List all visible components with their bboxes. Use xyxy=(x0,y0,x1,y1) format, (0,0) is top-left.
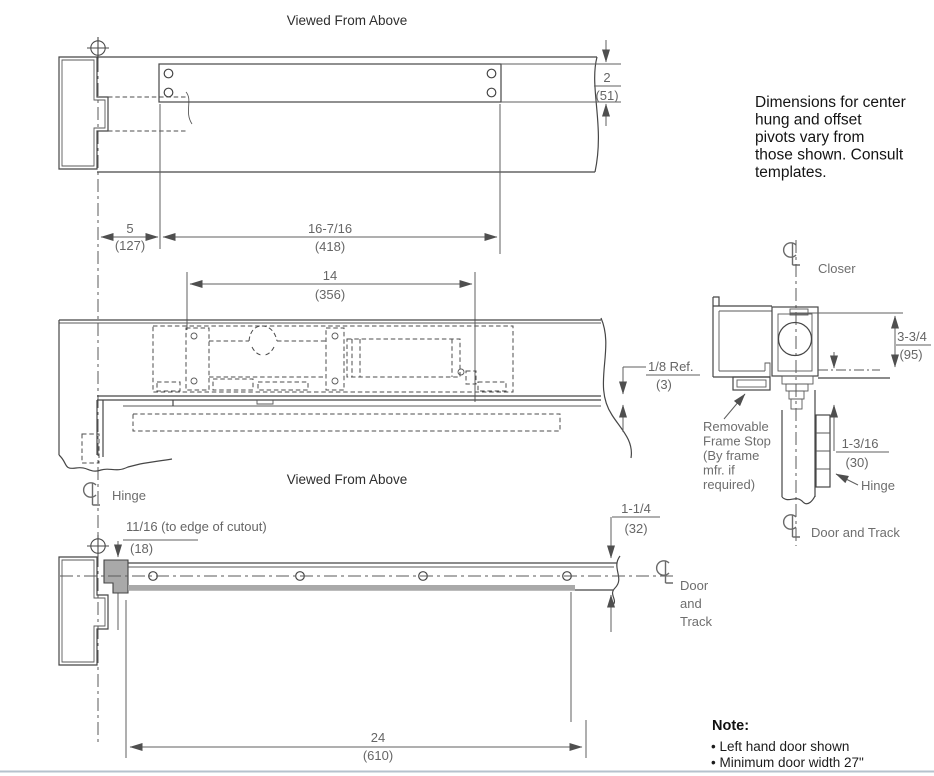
plate-hole xyxy=(163,68,174,79)
frame-jamb-inner xyxy=(61,59,106,167)
frame-jamb-outline xyxy=(58,56,109,170)
frame-jamb-inner xyxy=(61,559,106,663)
hidden-door-prep xyxy=(132,413,561,432)
svg-text:(3): (3) xyxy=(656,377,672,392)
svg-text:and: and xyxy=(680,596,702,611)
note-item: • Minimum door width 27" xyxy=(711,755,864,770)
svg-text:14: 14 xyxy=(323,268,337,283)
hinge-barrel xyxy=(815,414,831,488)
door-slab xyxy=(781,390,816,505)
svg-text:(127): (127) xyxy=(115,238,145,253)
bottom-break-squiggle xyxy=(58,454,173,472)
svg-text:those shown. Consult: those shown. Consult xyxy=(755,147,904,164)
frame-jamb-outline xyxy=(58,556,109,666)
svg-text:2: 2 xyxy=(603,70,610,85)
section-detail-view: Closer 3-3/4 xyxy=(703,240,931,546)
svg-text:1-3/16: 1-3/16 xyxy=(842,436,879,451)
dim-frame-offset: 5 (127) xyxy=(100,104,501,254)
svg-text:11/16 (to edge of cutout): 11/16 (to edge of cutout) xyxy=(126,519,267,534)
dim-closer-height: 3-3/4 (95) xyxy=(790,312,931,368)
dim-track-length: 24 (610) xyxy=(125,592,587,763)
removable-frame-stop xyxy=(732,376,771,391)
svg-text:1-1/4: 1-1/4 xyxy=(621,501,651,516)
track-shadow-strip xyxy=(128,585,575,591)
svg-text:(By frame: (By frame xyxy=(703,448,759,463)
mounting-plate xyxy=(158,63,502,103)
frame-head-channel xyxy=(712,296,772,378)
hidden-hinge-lines xyxy=(81,433,100,464)
dim-plate-length: 16-7/16 (418) xyxy=(162,221,498,254)
svg-text:hung and offset: hung and offset xyxy=(755,112,862,129)
closer-centerline-label: Closer xyxy=(818,261,856,276)
svg-text:templates.: templates. xyxy=(755,164,827,181)
svg-text:mfr. if: mfr. if xyxy=(703,463,735,478)
hinge-detail-label: Hinge xyxy=(861,478,895,493)
concealed-closer-body xyxy=(152,325,514,393)
svg-text:(356): (356) xyxy=(315,287,345,302)
pivot-note-paragraph: Dimensions for center hung and offset pi… xyxy=(755,94,906,181)
track-notch xyxy=(256,400,274,405)
svg-text:(95): (95) xyxy=(899,347,922,362)
hinge-centerline-label: Hinge xyxy=(112,488,146,503)
door-and-track-detail-label: Door and Track xyxy=(811,525,900,540)
svg-text:required): required) xyxy=(703,477,755,492)
svg-text:Frame Stop: Frame Stop xyxy=(703,434,771,449)
door-track xyxy=(60,555,676,607)
top-view-title: Viewed From Above xyxy=(287,13,408,28)
plate-hole xyxy=(486,68,497,79)
plate-hole xyxy=(486,87,497,98)
svg-text:pivots vary from: pivots vary from xyxy=(755,129,864,146)
hinge-leader xyxy=(835,473,859,486)
dim-ref-gap: 1/8 Ref. (3) xyxy=(619,359,700,432)
door-edge-lines xyxy=(96,400,174,457)
svg-text:24: 24 xyxy=(371,730,385,745)
dim-hinge-offset: 1-3/16 (30) xyxy=(830,404,889,470)
centerline-symbol-icon xyxy=(655,560,674,584)
door-break-line xyxy=(781,495,816,505)
svg-text:Removable: Removable xyxy=(703,419,769,434)
plate-hole xyxy=(163,87,174,98)
header-break-line xyxy=(594,56,599,173)
dim-body-length: 14 (356) xyxy=(186,268,476,402)
middle-view: 14 (356) xyxy=(58,268,700,506)
top-view: Viewed From Above 2 (51) xyxy=(58,13,621,540)
frame-stop-label: Removable Frame Stop (By frame mfr. if r… xyxy=(703,419,771,492)
svg-text:Track: Track xyxy=(680,614,713,629)
svg-text:16-7/16: 16-7/16 xyxy=(308,221,352,236)
svg-text:(610): (610) xyxy=(363,748,393,763)
dim-track-height: 1-1/4 (32) xyxy=(607,501,660,632)
closer-spring-tube xyxy=(777,321,813,357)
note-heading: Note: xyxy=(712,718,749,734)
pivot-hardware xyxy=(781,375,814,410)
svg-text:3-3/4: 3-3/4 xyxy=(897,329,927,344)
middle-view-title: Viewed From Above xyxy=(287,472,408,487)
svg-text:Dimensions for center: Dimensions for center xyxy=(755,94,906,111)
door-and-track-label: Door and Track xyxy=(680,578,713,629)
closer-cylinder xyxy=(346,338,461,378)
bottom-view: 11/16 (to edge of cutout) (18) xyxy=(58,501,713,763)
centerline-symbol-icon xyxy=(782,242,801,266)
note-item: • Left hand door shown xyxy=(711,739,849,754)
svg-text:(51): (51) xyxy=(595,88,618,103)
frame-stop-leader xyxy=(723,393,746,420)
hidden-cutout-lines xyxy=(108,96,186,132)
svg-text:(18): (18) xyxy=(130,541,153,556)
break-squiggle-small xyxy=(185,91,193,125)
centerline-target-icon xyxy=(86,36,110,60)
svg-text:(418): (418) xyxy=(315,239,345,254)
svg-text:5: 5 xyxy=(126,221,133,236)
dim-plate-height: 2 (51) xyxy=(501,40,621,126)
svg-text:Door: Door xyxy=(680,578,709,593)
dim-cutout: 11/16 (to edge of cutout) (18) xyxy=(114,519,267,630)
middle-break-line xyxy=(600,317,632,459)
closer-body xyxy=(771,306,819,377)
centerline-target-icon xyxy=(86,534,110,558)
svg-text:(30): (30) xyxy=(845,455,868,470)
svg-text:(32): (32) xyxy=(624,521,647,536)
svg-text:1/8 Ref.: 1/8 Ref. xyxy=(648,359,694,374)
note-block: Note: • Left hand door shown • Minimum d… xyxy=(711,718,864,770)
centerline-symbol-icon xyxy=(782,514,801,538)
